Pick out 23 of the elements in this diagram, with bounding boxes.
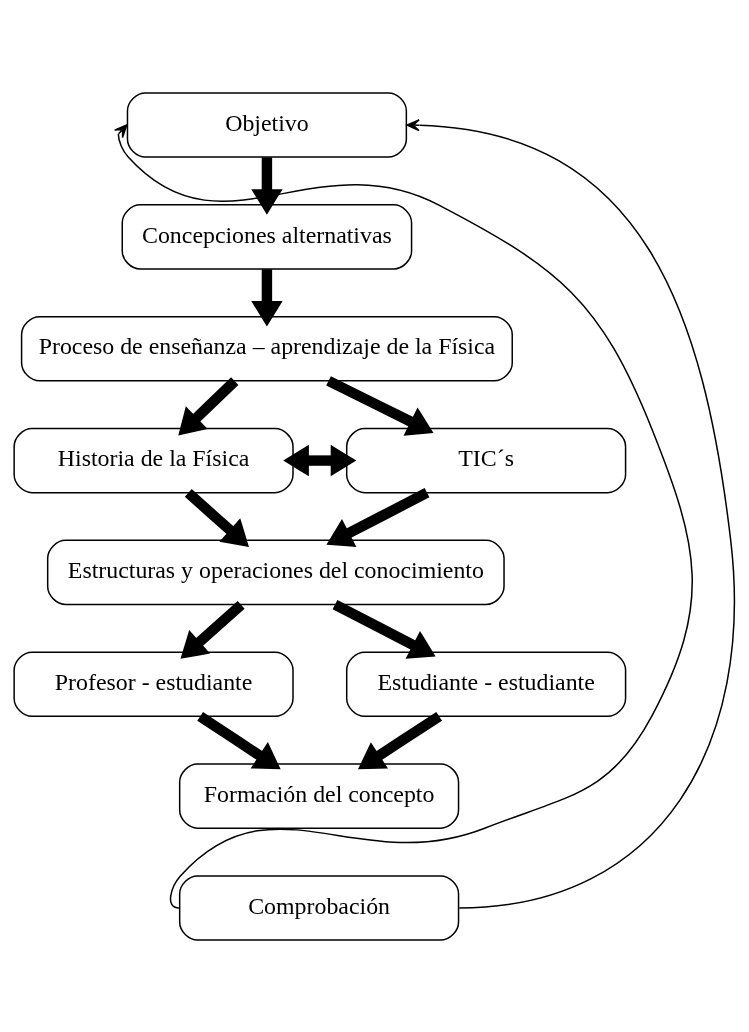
arrow xyxy=(113,123,693,909)
node-box: Estructuras y operaciones del conocimiento xyxy=(46,539,505,605)
arrow xyxy=(184,488,249,547)
node-box: Historia de la Física xyxy=(13,427,294,493)
node-box: Profesor - estudiante xyxy=(13,650,294,717)
arrow xyxy=(332,599,436,659)
node-box: Comprobación xyxy=(178,874,460,941)
arrow xyxy=(251,268,283,327)
arrow xyxy=(326,487,430,547)
node-box: Concepciones alternativas xyxy=(121,203,413,270)
arrow xyxy=(357,711,442,769)
arrow xyxy=(406,118,735,909)
arrow xyxy=(326,375,434,436)
arrow xyxy=(283,444,357,476)
arrow xyxy=(251,156,283,215)
arrow xyxy=(197,711,281,769)
arrow xyxy=(180,600,245,659)
node-box: Objetivo xyxy=(126,91,408,158)
node-box: TIC´s xyxy=(345,427,627,493)
node-box: Formación del concepto xyxy=(178,762,460,829)
node-box: Estudiante - estudiante xyxy=(345,650,627,717)
node-box: Proceso de enseñanza – aprendizaje de la Física xyxy=(20,315,513,382)
arrow xyxy=(178,376,239,435)
